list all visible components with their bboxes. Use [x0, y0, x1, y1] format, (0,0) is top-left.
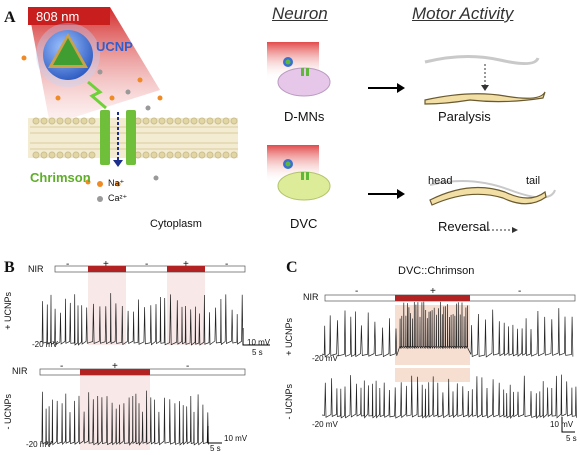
worm-paralysis: [424, 54, 546, 105]
b-bottom-sign-1: -: [60, 361, 64, 372]
b-top-sign-2: +: [103, 259, 109, 270]
b-top-scale-t: 5 s: [252, 348, 263, 357]
panel-c-title: DVC::Chrimson: [398, 265, 475, 277]
neuron-dvc-icon: [267, 145, 331, 201]
arrow-right-1: [368, 83, 405, 93]
c-top-ylabel: + UCNPs: [284, 318, 294, 356]
b-top-sign-3: -: [145, 259, 149, 270]
reversal-label: Reversal: [438, 219, 490, 234]
c-sign-3: -: [518, 286, 522, 297]
b-bottom-scale-v: 10 mV: [224, 434, 248, 443]
b-bottom-ylabel: - UCNPs: [3, 394, 13, 430]
c-scale-v: 10 mV: [550, 420, 574, 429]
worm-tail-label: tail: [526, 175, 541, 187]
c-scale-t: 5 s: [566, 434, 577, 443]
nir-label-b-top: NIR: [28, 264, 44, 274]
neuron-dmn-icon: [267, 42, 331, 97]
b-top-baseline: -20 mV: [32, 340, 58, 349]
scalebar-c: [561, 417, 575, 433]
trace-c-plus-ucnp: [321, 301, 574, 358]
emission-bolt: [87, 80, 107, 110]
c-sign-1: -: [355, 286, 359, 297]
nir-label-b-bottom: NIR: [12, 366, 28, 376]
b-top-sign-4: +: [183, 259, 189, 270]
motor-activity-header: Motor Activity: [412, 4, 514, 23]
panel-c-traces: [321, 294, 577, 433]
panel-c-label: C: [286, 259, 298, 276]
cytoplasm-label: Cytoplasm: [150, 218, 202, 230]
c-top-baseline: -20 mV: [312, 354, 338, 363]
voltage-trace: [39, 293, 244, 346]
ucnp-label: UCNP: [96, 39, 133, 54]
calcium-label: Ca²⁺: [108, 193, 128, 203]
c-sign-2: +: [430, 286, 436, 297]
sodium-label: Na⁺: [108, 178, 125, 188]
scalebar-b-top: [242, 328, 270, 346]
trace-c-minus-ucnp: [321, 374, 577, 419]
ucnp-particle: [36, 23, 100, 87]
trace-b-plus-ucnp: [39, 293, 244, 346]
b-bottom-scale-t: 5 s: [210, 444, 221, 453]
worm-head-label: head: [428, 175, 453, 187]
chrimson-label: Chrimson: [30, 170, 91, 185]
worm-reversal: [429, 180, 556, 233]
voltage-trace: [321, 374, 577, 419]
c-bottom-ylabel: - UCNPs: [284, 384, 294, 420]
c-bottom-baseline: -20 mV: [312, 420, 338, 429]
neuron-header: Neuron: [272, 4, 328, 23]
scalebar-b-bottom: [207, 426, 222, 444]
voltage-trace: [39, 390, 209, 446]
b-top-sign-5: -: [225, 259, 229, 270]
arrow-right-2: [368, 189, 405, 199]
panel-a-figure: [21, 7, 556, 233]
paralysis-label: Paralysis: [438, 109, 491, 124]
panel-a-label: A: [4, 9, 16, 26]
nir-bar-top: [54, 265, 246, 273]
b-top-ylabel: + UCNPs: [3, 292, 13, 330]
b-top-sign-1: -: [66, 259, 70, 270]
dmn-label: D-MNs: [284, 109, 325, 124]
trace-b-minus-ucnp: [39, 390, 209, 446]
dvc-label: DVC: [290, 216, 318, 231]
laser-source: [28, 7, 110, 25]
b-bottom-baseline: -20 mV: [26, 440, 52, 449]
laser-wavelength: 808 nm: [36, 9, 80, 24]
b-bottom-sign-3: -: [186, 361, 190, 372]
chrimson-channel: [100, 110, 136, 167]
panel-b-traces: [39, 265, 270, 450]
nir-label-c: NIR: [303, 292, 319, 302]
b-top-scale-v: 10 mV: [247, 338, 271, 347]
voltage-trace: [321, 301, 574, 358]
panel-b-label: B: [4, 259, 15, 276]
ions: [21, 55, 163, 202]
b-bottom-sign-2: +: [112, 361, 118, 372]
